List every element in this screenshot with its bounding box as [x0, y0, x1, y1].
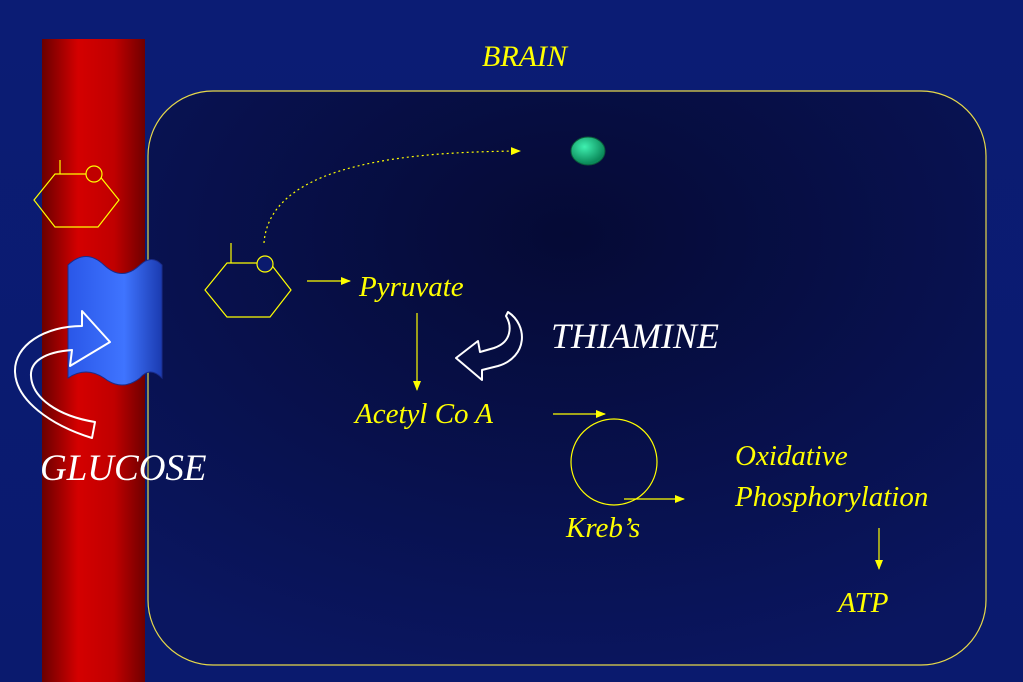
cycle-circle-icon	[570, 418, 658, 506]
dotted-arrow	[263, 147, 521, 244]
hexagon-ring-icon	[204, 243, 292, 318]
pyruvate-label: Pyruvate	[359, 271, 464, 303]
curved-arrow-icon	[13, 310, 111, 439]
krebs-label: Kreb’s	[566, 512, 641, 544]
thiamine-label: THIAMINE	[551, 316, 719, 356]
green-sphere-icon	[570, 136, 606, 166]
curved-arrow-icon	[455, 311, 523, 381]
phosphorylation-label: Phosphorylation	[735, 481, 929, 513]
atp-label: ATP	[838, 587, 889, 619]
oxidative-label: Oxidative	[735, 440, 848, 472]
brain-label: BRAIN	[482, 40, 567, 73]
hexagon-ring-icon	[33, 160, 120, 228]
brain-cell	[147, 90, 987, 666]
glucose-label: GLUCOSE	[40, 448, 207, 489]
acetyl-coa-label: Acetyl Co A	[355, 398, 493, 430]
